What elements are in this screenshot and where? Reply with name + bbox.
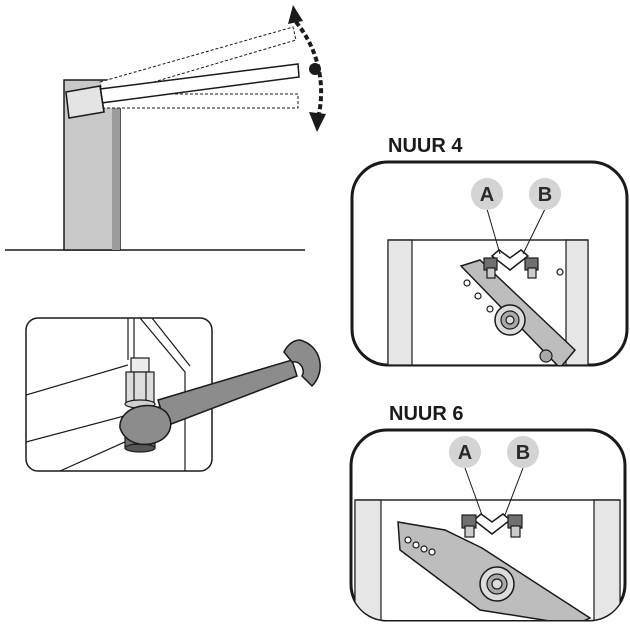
pivot-dot: [309, 63, 321, 75]
nuur4-title: NUUR 4: [388, 135, 463, 157]
nuur4-badge-a: A: [471, 178, 503, 210]
nuur6-label-b: B: [516, 442, 530, 464]
nuur6-bolt-a: [461, 514, 477, 538]
nuur6-title: NUUR 6: [389, 403, 463, 425]
nuur6-label-a: A: [458, 442, 472, 464]
arm-lowered-ghost: [99, 93, 299, 109]
nuur6-bracket: [472, 513, 512, 535]
wrench-panel: [25, 317, 321, 472]
nuur4-label-a: A: [480, 184, 494, 206]
nuur4-badge-b: B: [529, 178, 561, 210]
nuur6-badge-b: B: [507, 436, 539, 468]
arm-housing: [65, 85, 105, 119]
nuur6-badge-a: A: [449, 436, 481, 468]
nuur4-bolt-b: [524, 257, 539, 279]
nuur4-bolt-a: [483, 257, 498, 279]
swing-arrows-icon: [288, 5, 326, 132]
nuur4-label-b: B: [538, 184, 552, 206]
nuur6-bolt-b: [507, 514, 523, 538]
barrier-gate-icon: [5, 26, 305, 251]
nuur6-panel: A B: [349, 428, 627, 622]
nuur4-panel: A B: [350, 160, 629, 367]
wrench-icon: [119, 339, 321, 446]
